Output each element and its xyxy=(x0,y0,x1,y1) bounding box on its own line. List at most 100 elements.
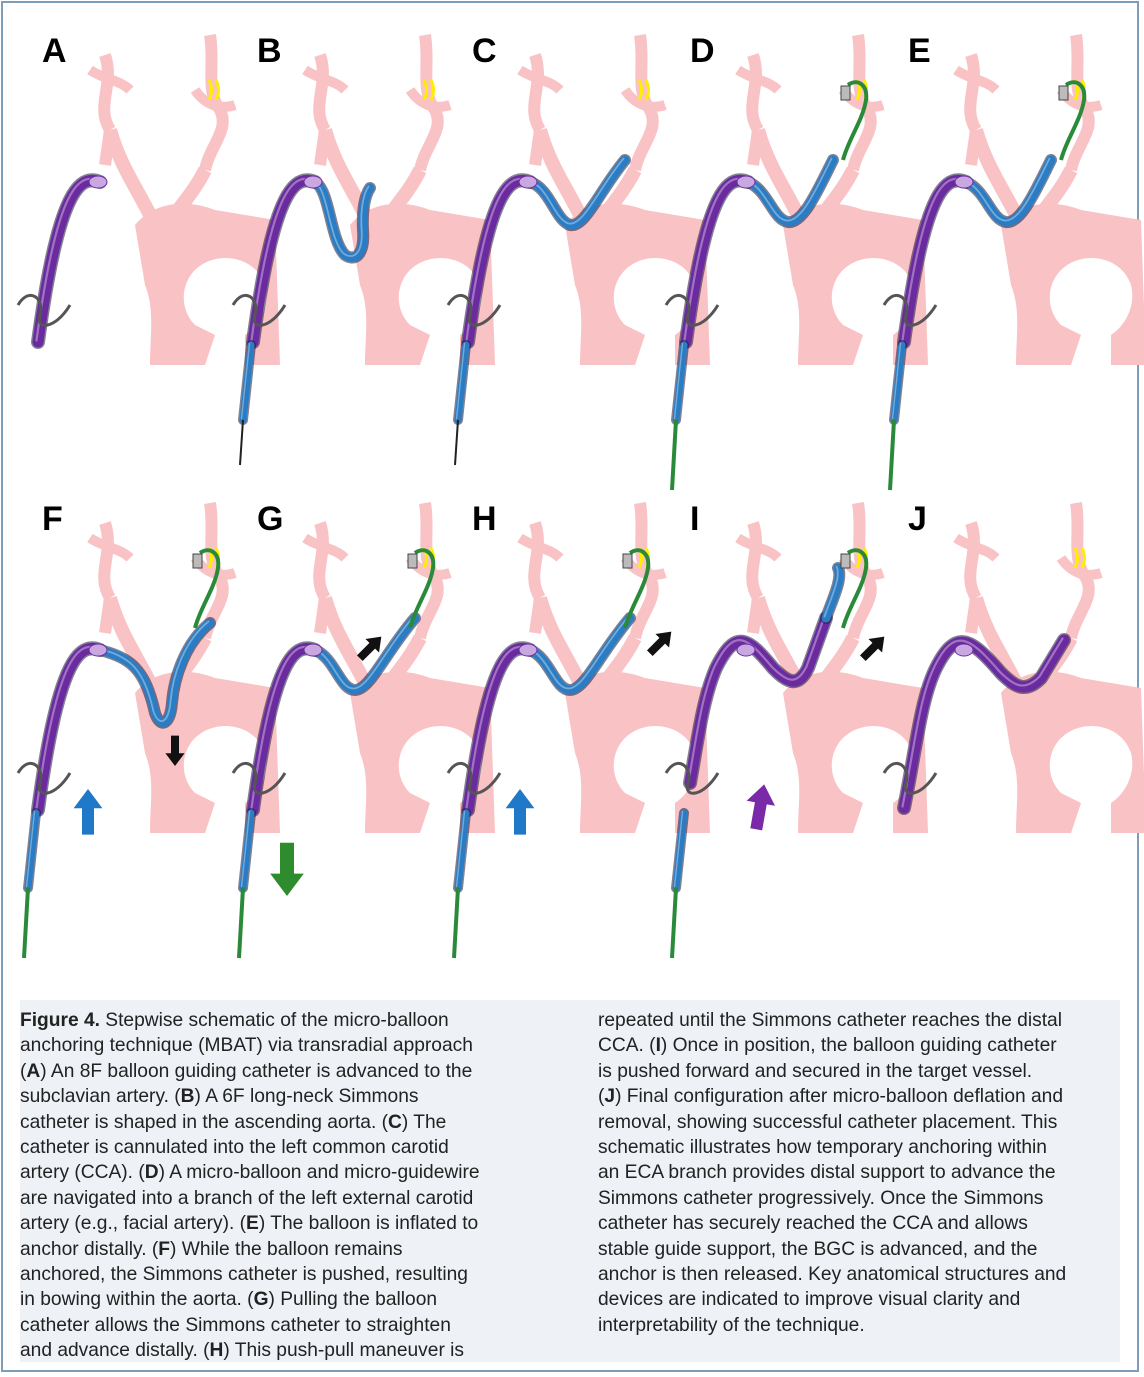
caption-line: catheter allows the Simmons catheter to … xyxy=(20,1313,525,1338)
simmons-shaft xyxy=(454,809,470,892)
caption-text: CCA. ( xyxy=(598,1035,656,1057)
guiding-catheter-highlight xyxy=(683,177,748,342)
microcatheter-tail xyxy=(452,887,460,959)
guiding-catheter xyxy=(247,642,321,816)
panel-label: C xyxy=(472,32,497,70)
panel-label: D xyxy=(690,32,715,70)
panel-label: J xyxy=(908,500,927,538)
balloon-marker xyxy=(1073,547,1086,569)
advance-arrow-up-shape xyxy=(505,789,535,835)
caption-text: artery (CCA). ( xyxy=(20,1162,145,1184)
simmons-catheter-highlight xyxy=(745,157,833,222)
caption-text: in bowing within the aorta. ( xyxy=(20,1289,254,1311)
caption-line: subclavian artery. (B) A 6F long-neck Si… xyxy=(20,1084,525,1109)
balloon-stripe-1 xyxy=(207,79,213,101)
catheter-tip-marker xyxy=(954,643,974,657)
caption-bold: D xyxy=(144,1162,159,1184)
caption-line: artery (CCA). (D) A micro-balloon and mi… xyxy=(20,1160,525,1185)
simmons-shaft xyxy=(890,341,906,424)
panel-g: G xyxy=(231,500,495,959)
microballoon xyxy=(840,553,851,569)
simmons-shaft xyxy=(672,809,688,892)
simmons-catheter xyxy=(310,177,375,263)
guide-advance-arrow-shape xyxy=(746,784,776,831)
caption-text: ) This push-pull maneuver is xyxy=(223,1340,465,1362)
panel-label: F xyxy=(42,500,63,538)
panel-h: H xyxy=(446,500,710,959)
balloon-stripe-1 xyxy=(1073,547,1079,569)
microballoon xyxy=(622,553,633,569)
guiding-catheter xyxy=(462,174,536,348)
caption-bold: E xyxy=(246,1213,259,1235)
simmons-catheter-highlight xyxy=(527,157,625,225)
guiding-catheter xyxy=(32,642,106,816)
caption-text: subclavian artery. ( xyxy=(20,1086,181,1108)
guiding-catheter xyxy=(898,634,1070,814)
caption-text: are navigated into a branch of the left … xyxy=(20,1187,474,1209)
guiding-catheter-highlight xyxy=(250,645,315,810)
simmons-catheter xyxy=(821,563,844,623)
pull-arrow-down xyxy=(270,842,304,896)
caption-line: anchoring technique (MBAT) via transradi… xyxy=(20,1033,525,1058)
caption-text: devices are indicated to improve visual … xyxy=(598,1289,1021,1311)
caption-line: removal, showing successful catheter pla… xyxy=(598,1110,1108,1135)
guiding-catheter-highlight xyxy=(35,177,100,342)
caption-text: Simmons catheter progressively. Once the… xyxy=(598,1187,1044,1209)
simmons-catheter-highlight xyxy=(312,615,415,690)
microcatheter-tail xyxy=(670,419,678,491)
panel-i: I xyxy=(664,500,928,959)
panel-e: E xyxy=(882,32,1144,491)
caption-line: (J) Final configuration after micro-ball… xyxy=(598,1084,1108,1109)
advance-arrow-shape xyxy=(859,636,885,662)
caption-bold: C xyxy=(388,1111,402,1133)
guiding-catheter-highlight xyxy=(465,645,530,810)
balloon-stripe-1 xyxy=(637,79,643,101)
access-wire xyxy=(446,761,502,795)
simmons-shaft-highlight xyxy=(455,342,466,420)
guiding-catheter xyxy=(680,174,754,348)
guiding-catheter-highlight xyxy=(35,645,100,810)
caption-line: catheter is cannulated into the left com… xyxy=(20,1135,525,1160)
access-wire xyxy=(664,293,720,327)
caption-line: artery (e.g., facial artery). (E) The ba… xyxy=(20,1211,525,1236)
access-wire xyxy=(16,293,72,327)
panel-f: F xyxy=(16,500,280,959)
caption-text: ) A micro-balloon and micro-guidewire xyxy=(158,1162,480,1184)
microballoon xyxy=(1058,85,1069,101)
simmons-catheter-highlight xyxy=(312,179,370,257)
caption-text: is pushed forward and secured in the tar… xyxy=(598,1060,1033,1082)
caption-line: stable guide support, the BGC is advance… xyxy=(598,1237,1108,1262)
caption-line: and advance distally. (H) This push-pull… xyxy=(20,1338,525,1363)
panel-label: G xyxy=(257,500,283,538)
simmons-shaft-highlight xyxy=(240,342,251,420)
caption-line: (A) An 8F balloon guiding catheter is ad… xyxy=(20,1059,525,1084)
panel-label: I xyxy=(690,500,699,538)
panel-a: A xyxy=(16,32,280,365)
caption-line: devices are indicated to improve visual … xyxy=(598,1287,1108,1312)
caption-text: repeated until the Simmons catheter reac… xyxy=(598,1010,1062,1031)
guiding-catheter-highlight xyxy=(687,615,826,783)
simmons-shaft-highlight xyxy=(25,810,36,888)
caption-text: ) The balloon is inflated to xyxy=(258,1213,479,1235)
panel-label: E xyxy=(908,32,931,70)
guidewire-tail xyxy=(454,419,459,466)
simmons-catheter-highlight xyxy=(823,565,839,618)
caption-text: stable guide support, the BGC is advance… xyxy=(598,1238,1038,1260)
simmons-shaft xyxy=(239,809,255,892)
advance-arrow xyxy=(859,636,885,662)
microcatheter-tail xyxy=(888,419,896,491)
microballoon-catheter xyxy=(623,548,651,629)
caption-text: ) A 6F long-neck Simmons xyxy=(194,1086,419,1108)
caption-line: Figure 4. Stepwise schematic of the micr… xyxy=(20,1008,525,1033)
simmons-catheter xyxy=(95,618,215,727)
balloon-marker xyxy=(422,79,435,101)
simmons-catheter-highlight xyxy=(97,620,210,722)
guiding-catheter xyxy=(247,174,321,348)
caption-line: is pushed forward and secured in the tar… xyxy=(598,1059,1108,1084)
panel-label: A xyxy=(42,32,67,70)
caption-bold: I xyxy=(655,1035,661,1057)
panel-d: D xyxy=(664,32,928,491)
panel-label: B xyxy=(257,32,282,70)
panel-c: C xyxy=(446,32,710,466)
